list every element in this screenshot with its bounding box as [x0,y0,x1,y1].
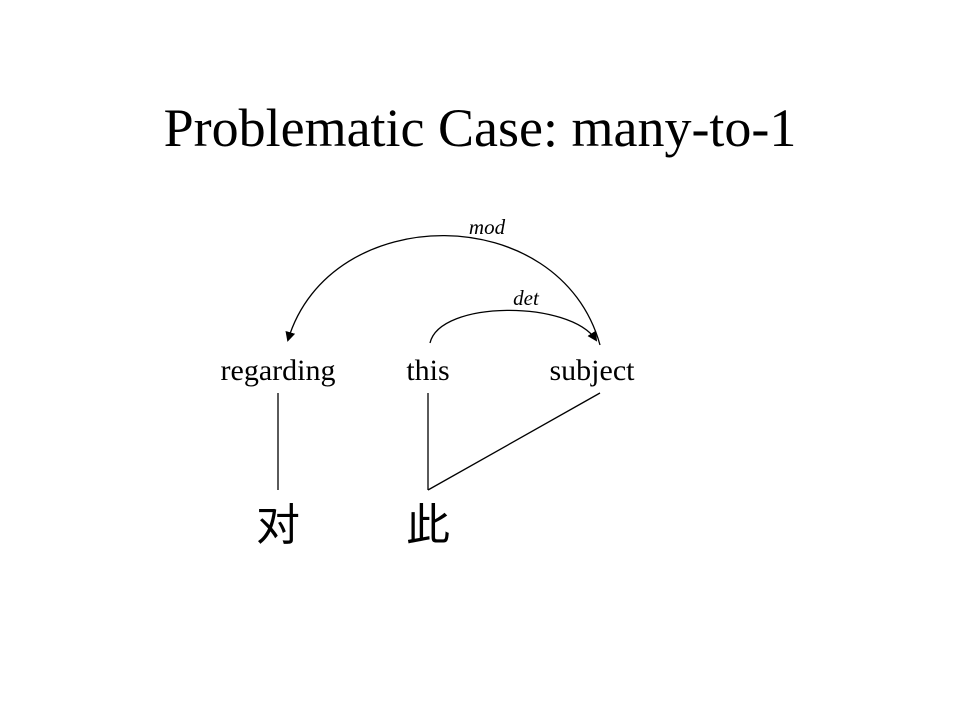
mod-label: mod [469,215,506,239]
word-ci: 此 [406,500,450,551]
det-arc [429,309,598,344]
alignment-line-subject-ci [427,392,601,491]
word-this: this [406,354,449,387]
slide-title: Problematic Case: many-to-1 [163,98,797,158]
det-label: det [513,286,540,310]
word-subject: subject [550,354,636,387]
mod-arc [285,235,601,346]
word-dui: 对 [256,500,300,551]
word-regarding: regarding [221,354,336,387]
